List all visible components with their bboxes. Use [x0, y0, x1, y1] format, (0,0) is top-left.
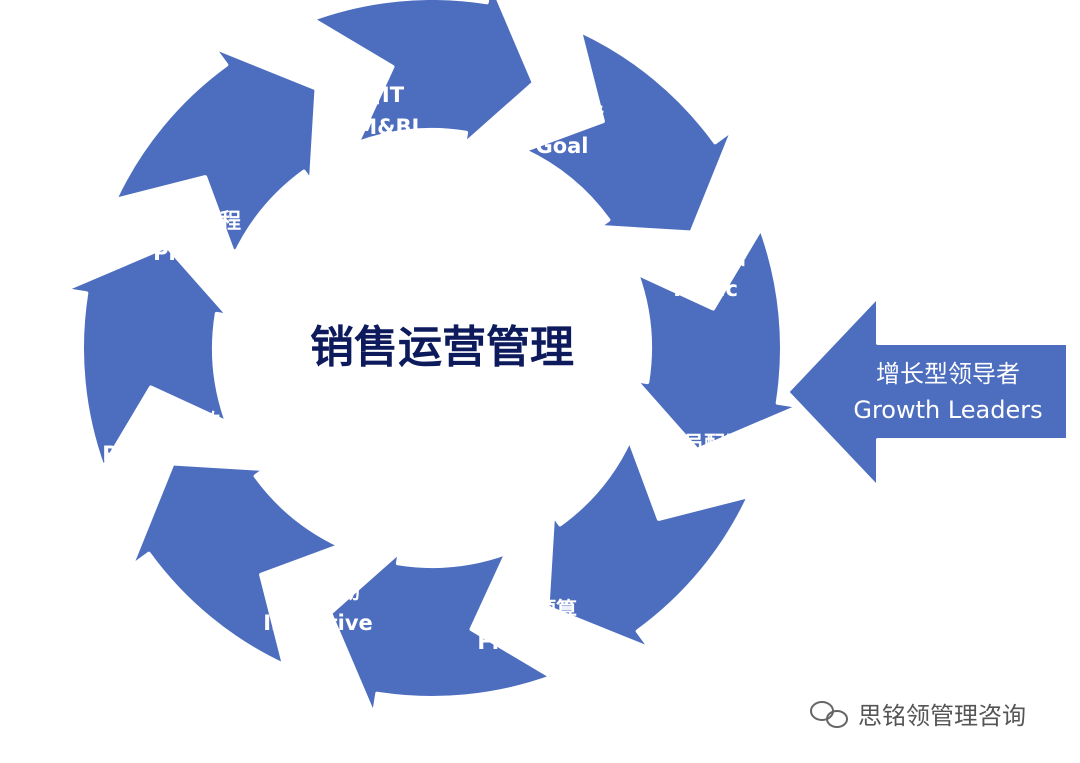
segment-label-it-en: CRM&BI [325, 115, 420, 139]
cycle-arrow-performance [62, 244, 231, 470]
segment-label-financing-zh: 费用预算 [493, 598, 577, 622]
segment-label-tactic-zh: 销售策略 [662, 245, 747, 269]
cycle-arrow-staffing [545, 438, 752, 651]
growth-leaders-label-zh: 增长型领导者 [876, 360, 1020, 388]
center-title: 销售运营管理 [310, 322, 574, 373]
segment-label-incentive-zh: 销售激励 [276, 579, 360, 603]
segment-label-staffing-en: Staffing [658, 464, 751, 488]
cycle-arrow-incentive [129, 461, 342, 668]
segment-label-goal-zh: 市场目标 [520, 103, 604, 127]
cycle-arrow-it [310, 0, 536, 147]
segment-label-performance-en: Performance [102, 442, 254, 466]
segment-label-tactic-en: Tactic [670, 277, 738, 301]
segment-label-process-zh: 销售流程 [157, 209, 241, 233]
growth-leaders-arrow [785, 294, 1070, 490]
cycle-ring [62, 0, 802, 718]
cycle-arrow-financing [328, 549, 554, 718]
growth-leaders-label-en: Growth Leaders [853, 396, 1042, 424]
wechat-icon [810, 701, 848, 728]
segment-label-staffing-zh: 人员配置 [662, 432, 746, 456]
segment-label-performance-zh: 销售绩效 [136, 410, 220, 434]
cycle-arrow-goal [522, 28, 735, 235]
segment-label-goal-en: Goal [535, 134, 588, 158]
segment-labels: 销售IT CRM&BI 市场目标 Goal 销售策略 Tactic 人员配置 S… [102, 83, 750, 654]
watermark-text: 思铭领管理咨询 [858, 702, 1026, 730]
segment-label-process-en: Process [153, 241, 245, 265]
cycle-arrow-process [112, 45, 319, 258]
cycle-arrow-tactic [633, 226, 802, 452]
segment-label-it-zh: 销售IT [340, 83, 405, 107]
watermark: 思铭领管理咨询 [810, 701, 1026, 730]
segment-label-incentive-en: Incentive [263, 611, 373, 635]
segment-label-financing-en: Financing [477, 630, 592, 654]
